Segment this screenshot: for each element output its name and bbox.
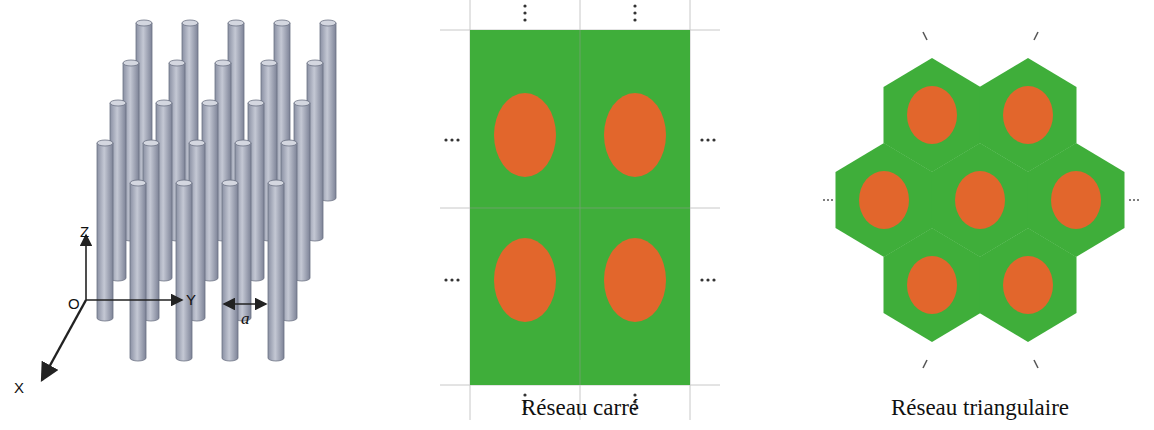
cylinder-array [97, 20, 336, 361]
axes [42, 235, 266, 380]
caption: Réseau carré [521, 396, 639, 419]
caption: Réseau triangulaire [891, 396, 1069, 419]
dimension-label: a [241, 310, 250, 327]
axis-label: Z [80, 224, 89, 239]
triangular-lattice [823, 32, 1139, 368]
axis-label: X [14, 380, 24, 395]
axis-label: Y [186, 292, 196, 307]
square-lattice [440, 0, 720, 420]
axis-label: O [68, 296, 80, 311]
